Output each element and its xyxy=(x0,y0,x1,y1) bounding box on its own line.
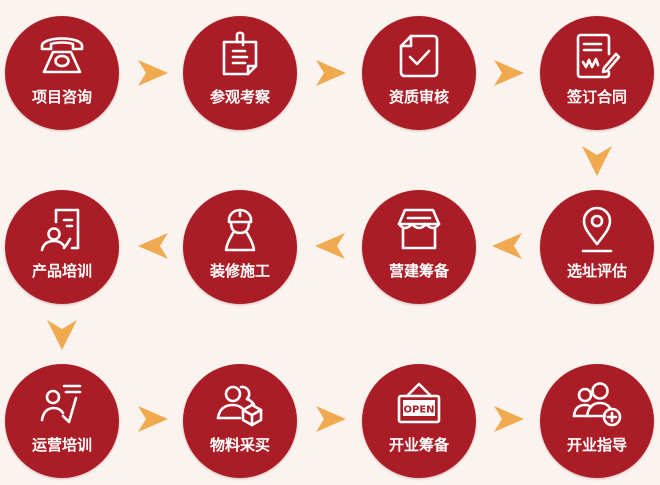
opening-guidance-icon xyxy=(571,378,623,430)
step-site-visit: 参观考察 xyxy=(183,16,297,130)
location-pin-icon xyxy=(571,204,623,256)
step-label: 签订合同 xyxy=(566,88,627,106)
arrow-right-icon xyxy=(134,55,170,91)
materials-purchase-icon xyxy=(214,378,266,430)
construction-worker-icon xyxy=(214,204,266,256)
step-opening-guidance: 开业指导 xyxy=(540,364,654,478)
step-opening-prep: OPEN 开业筹备 xyxy=(362,364,476,478)
step-label: 物料采买 xyxy=(209,436,270,454)
telephone-icon xyxy=(36,30,88,82)
step-materials-purchase: 物料采买 xyxy=(183,364,297,478)
step-site-selection: 选址评估 xyxy=(540,190,654,304)
step-construction-prep: 营建筹备 xyxy=(362,190,476,304)
step-label: 装修施工 xyxy=(209,262,270,280)
arrow-left-icon xyxy=(313,228,349,264)
arrow-left-icon xyxy=(490,228,526,264)
contract-sign-icon xyxy=(571,30,623,82)
storefront-icon xyxy=(393,204,445,256)
arrow-right-icon xyxy=(312,55,348,91)
arrow-down-icon xyxy=(44,316,80,352)
open-sign-icon: OPEN xyxy=(393,378,445,430)
arrow-right-icon xyxy=(490,401,526,437)
step-label: 营建筹备 xyxy=(388,262,449,280)
step-label: 参观考察 xyxy=(209,88,270,106)
product-training-icon xyxy=(36,204,88,256)
arrow-left-icon xyxy=(136,228,172,264)
step-product-training: 产品培训 xyxy=(5,190,119,304)
step-renovation: 装修施工 xyxy=(183,190,297,304)
step-label: 运营培训 xyxy=(31,436,92,454)
step-label: 资质审核 xyxy=(388,88,449,106)
step-label: 产品培训 xyxy=(31,262,92,280)
step-label: 开业指导 xyxy=(566,436,627,454)
arrow-down-icon xyxy=(579,142,615,178)
clipboard-note-icon xyxy=(214,30,266,82)
arrow-right-icon xyxy=(134,401,170,437)
step-label: 开业筹备 xyxy=(388,436,449,454)
step-label: 选址评估 xyxy=(566,262,627,280)
step-sign-contract: 签订合同 xyxy=(540,16,654,130)
arrow-right-icon xyxy=(490,55,526,91)
step-operations-training: 运营培训 xyxy=(5,364,119,478)
arrow-right-icon xyxy=(312,401,348,437)
step-project-consultation: 项目咨询 xyxy=(5,16,119,130)
document-check-icon xyxy=(393,30,445,82)
svg-text:OPEN: OPEN xyxy=(403,405,434,416)
step-qualification-review: 资质审核 xyxy=(362,16,476,130)
step-label: 项目咨询 xyxy=(31,88,92,106)
operations-training-icon xyxy=(36,378,88,430)
